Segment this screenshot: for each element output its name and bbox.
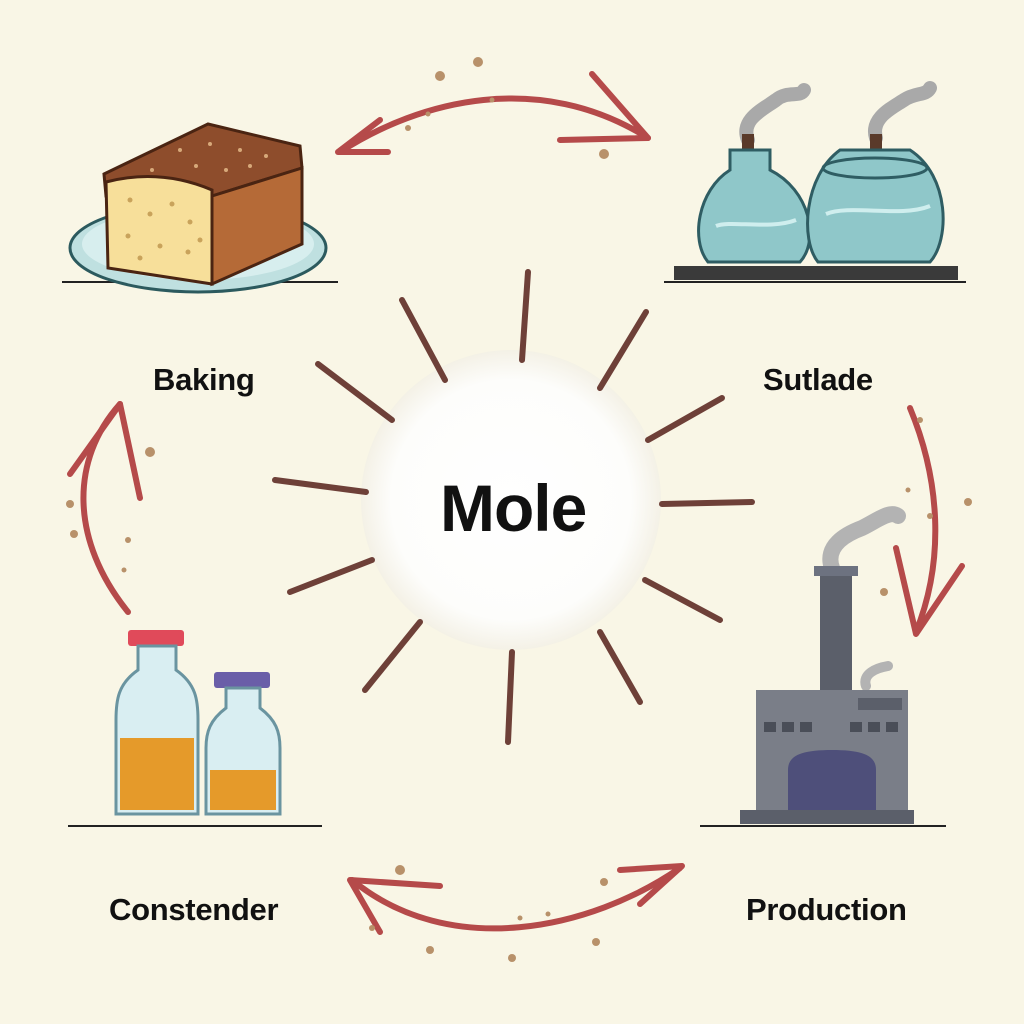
ray bbox=[642, 577, 723, 623]
arrow-head-left bbox=[347, 877, 443, 935]
node-label-baking: Baking bbox=[153, 362, 255, 397]
factory-icon bbox=[700, 506, 946, 827]
arrow-head-left bbox=[335, 117, 391, 155]
node-label-constender: Constender bbox=[109, 892, 279, 927]
arrow-constender-production bbox=[349, 865, 683, 932]
ray bbox=[272, 477, 369, 495]
arrow-head-right bbox=[617, 863, 685, 907]
arrow-head-up bbox=[67, 401, 143, 501]
arrow-head-right bbox=[557, 71, 651, 143]
ray bbox=[645, 395, 725, 443]
ray bbox=[597, 629, 643, 705]
node-label-sutlade: Sutlade bbox=[763, 362, 873, 397]
cycle-arrows bbox=[67, 71, 965, 935]
arrow-sutlade-production bbox=[907, 405, 939, 635]
ray bbox=[315, 361, 395, 423]
node-label-production: Production bbox=[746, 892, 907, 927]
ray bbox=[597, 309, 649, 391]
glass-flasks-icon bbox=[664, 81, 966, 283]
ray bbox=[659, 499, 755, 507]
arrow-constender-baking bbox=[80, 401, 131, 615]
ray bbox=[399, 297, 448, 383]
center-circle bbox=[361, 350, 661, 650]
decorative-dots bbox=[66, 57, 972, 962]
center-rays bbox=[272, 269, 755, 745]
ray bbox=[519, 269, 531, 363]
jars-icon bbox=[68, 630, 322, 827]
ray bbox=[287, 557, 375, 595]
ray bbox=[362, 619, 423, 693]
ray bbox=[505, 649, 515, 745]
arrow-head-down bbox=[893, 545, 965, 637]
bread-loaf-icon bbox=[62, 122, 338, 294]
center-label: Mole bbox=[440, 471, 587, 545]
arrow-baking-sutlade bbox=[337, 95, 651, 155]
